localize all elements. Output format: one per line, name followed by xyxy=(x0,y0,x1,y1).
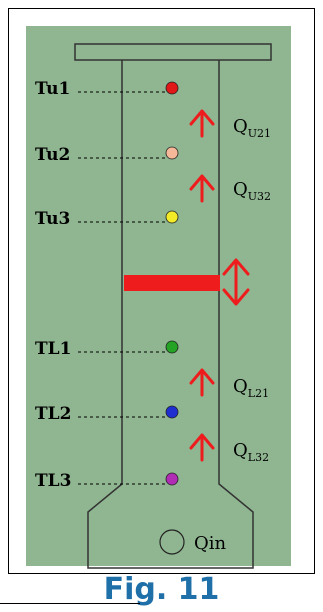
baffle-move-icon xyxy=(222,258,250,306)
sensor-dot-tl2 xyxy=(165,405,179,419)
sensor-dot-tl1 xyxy=(165,340,179,354)
divider xyxy=(0,603,140,604)
sensor-dot-tu1 xyxy=(165,81,179,95)
sensor-tl2: TL2 xyxy=(35,404,179,424)
sensor-tu1: Tu1 xyxy=(35,79,179,99)
flow-label-u21: QU21 xyxy=(233,116,271,140)
sensor-dot-tl3 xyxy=(165,472,179,486)
up-arrow-icon xyxy=(189,368,215,397)
flow-label-l32: QL32 xyxy=(233,440,269,464)
baffle xyxy=(124,275,220,291)
sensor-label-tl2: TL2 xyxy=(35,404,71,424)
sensor-tl1: TL1 xyxy=(35,339,179,359)
sensor-label-tl3: TL3 xyxy=(35,471,71,491)
sensor-label-tl1: TL1 xyxy=(35,339,71,359)
tank-outline xyxy=(87,60,254,569)
figure-caption: Fig. 11 xyxy=(103,572,220,607)
diagram-background xyxy=(26,26,291,566)
up-arrow-icon xyxy=(189,174,215,203)
inlet-label: Qin xyxy=(194,533,227,554)
up-arrow-icon xyxy=(189,109,215,138)
sensor-label-tu2: Tu2 xyxy=(35,145,70,165)
flow-label-l21: QL21 xyxy=(233,376,269,400)
sensor-dot-tu3 xyxy=(165,210,179,224)
flow-label-u32: QU32 xyxy=(233,179,271,203)
tank-lid xyxy=(74,43,272,61)
sensor-label-tu1: Tu1 xyxy=(35,79,70,99)
circle-icon xyxy=(159,529,185,555)
sensor-tl3: TL3 xyxy=(35,471,179,491)
sensor-label-tu3: Tu3 xyxy=(35,209,70,229)
sensor-tu3: Tu3 xyxy=(35,209,179,229)
sensor-tu2: Tu2 xyxy=(35,145,179,165)
up-arrow-icon xyxy=(189,433,215,462)
sensor-dot-tu2 xyxy=(165,146,179,160)
